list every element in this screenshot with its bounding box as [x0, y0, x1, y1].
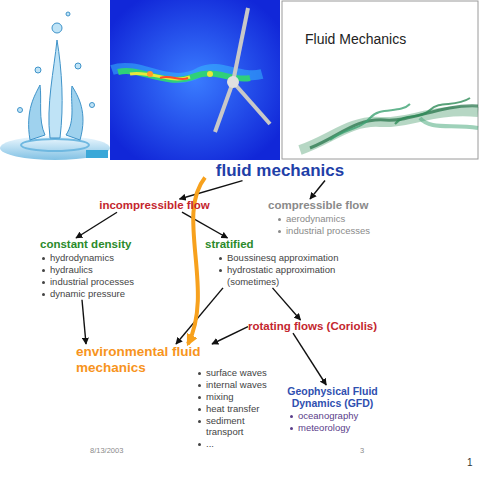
bullet-list: oceanographymeteorology: [288, 410, 395, 434]
bullet-dot: [290, 415, 293, 418]
concept-node: fluid mechanics: [205, 161, 355, 181]
bullet-text: meteorology: [298, 422, 350, 434]
bullet-row: heat transfer: [196, 403, 276, 415]
bullet-text: dynamic pressure: [50, 288, 125, 300]
bullet-row: internal waves: [196, 379, 276, 391]
concept-heading: constant density: [40, 238, 160, 251]
connector-arrow: [212, 327, 248, 344]
bullet-text: Boussinesq approximation: [227, 252, 338, 264]
connector-arrow: [180, 181, 243, 199]
connector-arrow: [310, 181, 325, 199]
bullet-dot: [198, 372, 201, 375]
concept-heading: stratified: [205, 238, 355, 251]
concept-node: Geophysical Fluid Dynamics (GFD)oceanogr…: [270, 385, 395, 434]
concept-node: stratifiedBoussinesq approximationhydros…: [205, 238, 355, 288]
slide-title: Fluid Mechanics: [305, 31, 406, 47]
bullet-list: Boussinesq approximationhydrostatic appr…: [217, 252, 355, 288]
bullet-text: heat transfer: [206, 403, 259, 415]
bullet-dot: [219, 269, 222, 272]
concept-heading: compressible flow: [268, 199, 388, 212]
bullet-row: hydrostatic approximation (sometimes): [217, 264, 355, 288]
bullet-row: industrial processes: [276, 225, 388, 237]
bullet-row: dynamic pressure: [40, 288, 160, 300]
bullet-text: internal waves: [206, 379, 267, 391]
bullet-dot: [198, 396, 201, 399]
footer-text: 8/13/2003: [90, 446, 123, 455]
bullet-row: hydrodynamics: [40, 252, 160, 264]
concept-node: environmental fluid mechanicssurface wav…: [76, 344, 276, 450]
bullet-text: industrial processes: [50, 276, 134, 288]
connector-arrow: [182, 212, 228, 238]
concept-heading: incompressible flow: [92, 199, 217, 212]
connector-arrow: [76, 212, 117, 238]
bullet-row: sediment transport: [196, 415, 276, 439]
bullet-row: meteorology: [288, 422, 395, 434]
bullet-row: hydraulics: [40, 264, 160, 276]
connector-arrow: [176, 288, 223, 344]
bullet-row: aerodynamics: [276, 213, 388, 225]
bullet-dot: [42, 269, 45, 272]
concept-heading: Geophysical Fluid Dynamics (GFD): [270, 385, 395, 409]
concept-node: incompressible flow: [92, 199, 217, 212]
bullet-row: industrial processes: [40, 276, 160, 288]
page-number: 1: [467, 457, 473, 468]
bullet-dot: [42, 281, 45, 284]
bullet-text: sediment transport: [206, 415, 276, 439]
bullet-dot: [278, 230, 281, 233]
bullet-dot: [42, 293, 45, 296]
concept-node: compressible flowaerodynamicsindustrial …: [268, 199, 388, 237]
footer-text: 3: [360, 446, 364, 455]
bullet-text: industrial processes: [286, 225, 370, 237]
bullet-dot: [278, 218, 281, 221]
bullet-row: ...: [196, 438, 276, 450]
bullet-dot: [198, 443, 201, 446]
bullet-list: aerodynamicsindustrial processes: [276, 213, 388, 237]
bullet-text: surface waves: [206, 367, 267, 379]
concept-heading: fluid mechanics: [205, 161, 355, 181]
water-splash: [0, 0, 110, 160]
bullet-row: surface waves: [196, 367, 276, 379]
bullet-dot: [42, 257, 45, 260]
bullet-dot: [290, 427, 293, 430]
bullet-row: mixing: [196, 391, 276, 403]
bullet-dot: [198, 384, 201, 387]
bullet-row: Boussinesq approximation: [217, 252, 355, 264]
wind-turbine-cfd: [110, 0, 280, 160]
bullet-text: ...: [206, 438, 214, 450]
connector-arrow: [273, 288, 301, 320]
bullet-text: hydrostatic approximation (sometimes): [227, 264, 355, 288]
bullet-text: hydraulics: [50, 264, 93, 276]
bullet-row: oceanography: [288, 410, 395, 422]
concept-node: rotating flows (Coriolis): [248, 320, 398, 333]
concept-heading: environmental fluid mechanics: [76, 344, 226, 375]
concept-node: constant densityhydrodynamicshydraulicsi…: [40, 238, 160, 300]
bullet-dot: [219, 257, 222, 260]
bullet-text: aerodynamics: [286, 213, 345, 225]
bullet-dot: [198, 408, 201, 411]
bullet-list: surface wavesinternal wavesmixingheat tr…: [196, 367, 276, 450]
bullet-text: mixing: [206, 391, 233, 403]
concept-heading: rotating flows (Coriolis): [248, 320, 398, 333]
connector-arrow: [82, 300, 86, 344]
smoke-title-panel: [282, 1, 478, 159]
bullet-dot: [198, 420, 201, 423]
bullet-text: oceanography: [298, 410, 358, 422]
bullet-text: hydrodynamics: [50, 252, 114, 264]
bullet-list: hydrodynamicshydraulicsindustrial proces…: [40, 252, 160, 300]
connector-arrow: [293, 333, 326, 385]
